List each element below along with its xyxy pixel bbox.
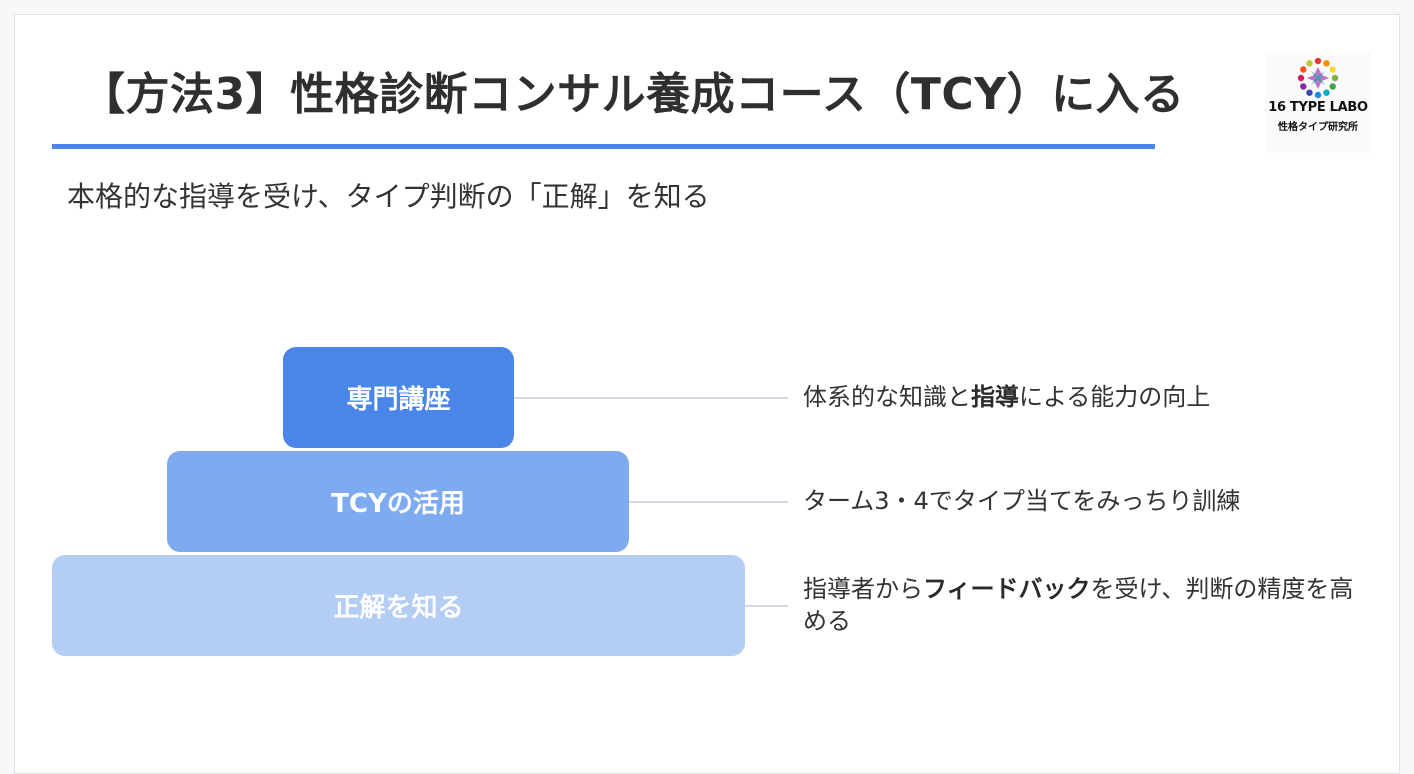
- people-circle-logo-icon: [1297, 57, 1339, 99]
- pyramid-tier-top: 専門講座: [283, 347, 514, 448]
- page-title: 【方法3】性格診断コンサル養成コース（TCY）に入る: [81, 69, 1185, 120]
- slide: 【方法3】性格診断コンサル養成コース（TCY）に入る 本格的な指導を受け、タイプ…: [14, 14, 1400, 774]
- page-subtitle: 本格的な指導を受け、タイプ判断の「正解」を知る: [67, 180, 710, 213]
- pyramid-tier-bottom: 正解を知る: [52, 555, 745, 656]
- title-underline: [52, 144, 1155, 149]
- logo-name: 16 TYPE LABO: [1268, 100, 1368, 115]
- tier-description-top: 体系的な知識と指導による能力の向上: [803, 381, 1210, 413]
- desc-text: による能力の向上: [1019, 383, 1211, 411]
- tier-description-bottom: 指導者からフィードバックを受け、判断の精度を高める: [803, 573, 1373, 637]
- desc-emphasis: フィードバック: [923, 575, 1091, 603]
- logo-subtitle: 性格タイプ研究所: [1278, 122, 1358, 133]
- connector-line-top: [514, 397, 788, 399]
- connector-line-bottom: [745, 605, 788, 607]
- pyramid-tier-middle: TCYの活用: [167, 451, 629, 552]
- desc-text: を受け、判断の精度を高める: [803, 575, 1354, 635]
- desc-emphasis: 指導: [971, 383, 1019, 411]
- tier-description-middle: ターム3・4でタイプ当てをみっちり訓練: [803, 485, 1240, 517]
- desc-text: 体系的な知識と: [803, 383, 971, 411]
- desc-text: 指導者から: [803, 575, 923, 603]
- brand-logo: 16 TYPE LABO 性格タイプ研究所: [1265, 53, 1371, 153]
- desc-text: ターム3・4でタイプ当てをみっちり訓練: [803, 487, 1241, 515]
- connector-line-middle: [629, 501, 788, 503]
